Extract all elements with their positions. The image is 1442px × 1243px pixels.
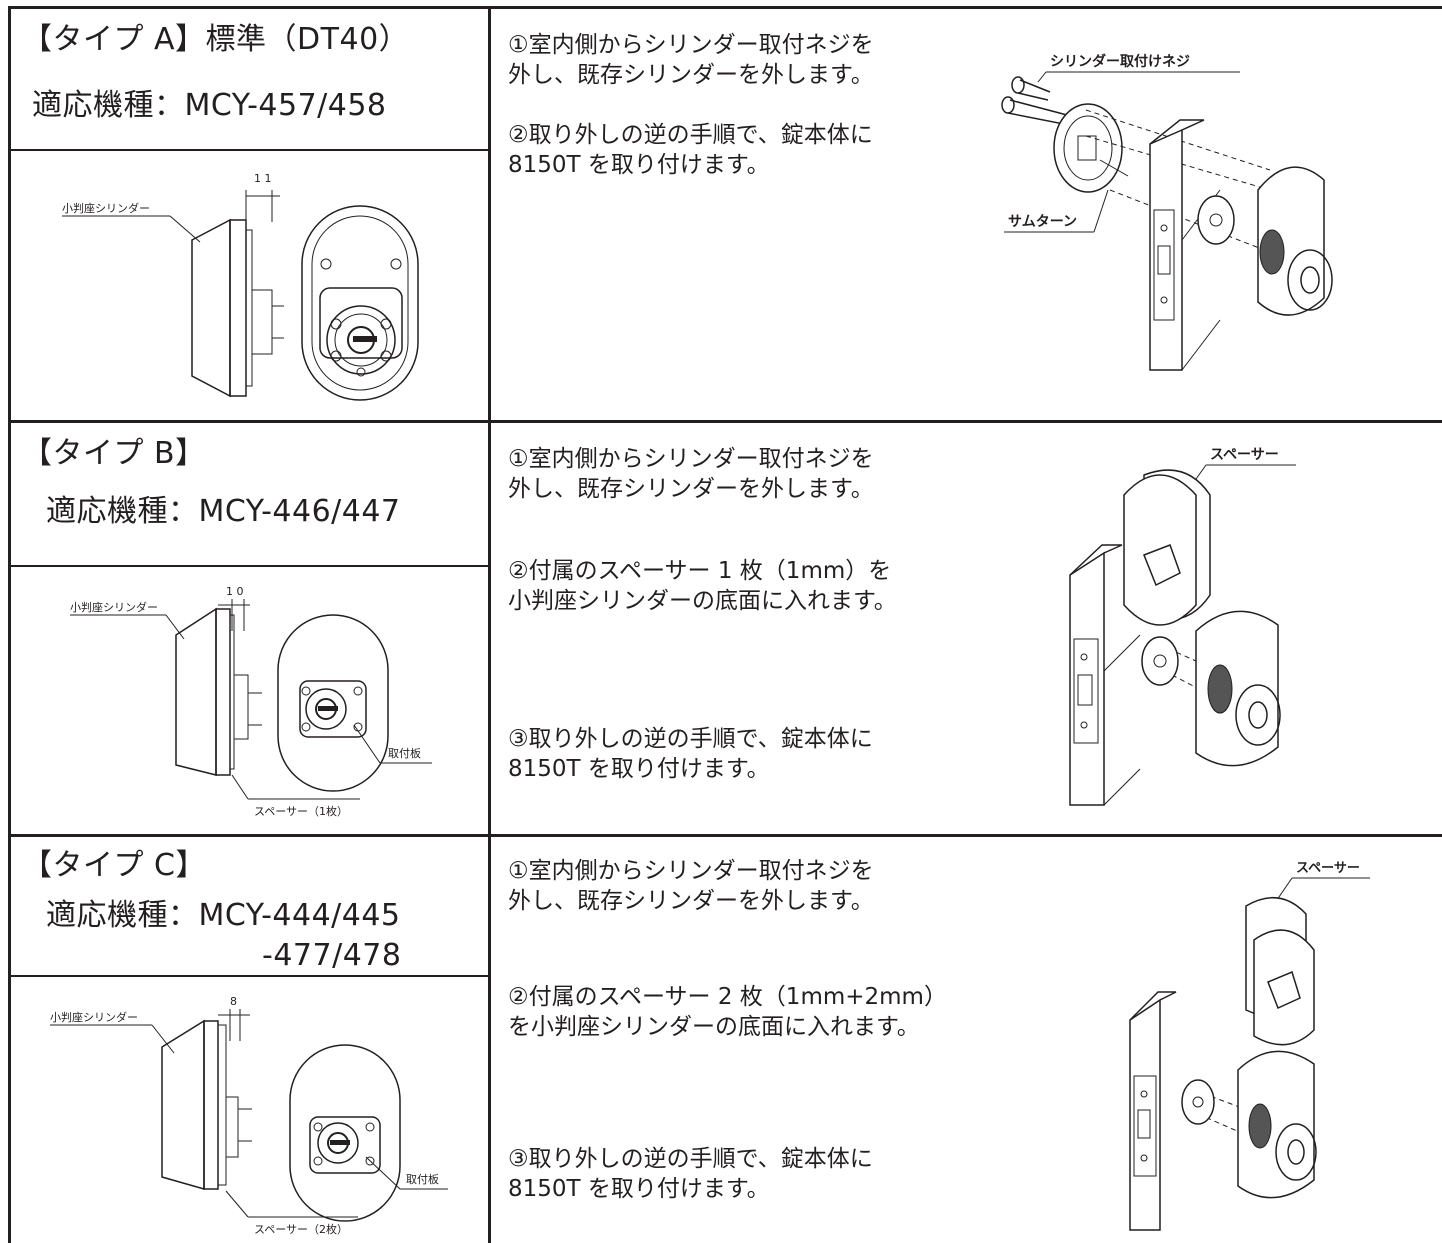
section-b-spacer-install-label: スペーサー: [1210, 447, 1279, 463]
row-divider-a-b: [8, 420, 1442, 423]
section-b-cylinder-label: 小判座シリンダー: [70, 600, 158, 614]
section-a-install-illustration: シリンダー取付けネジ サムターン: [1001, 53, 1333, 371]
section-c-dimension: 8: [230, 995, 237, 1008]
section-b-step-3: ③取り外しの逆の手順で、錠本体に 8150T を取り付けます。: [508, 726, 873, 782]
section-a-title: 【タイプ A】標準（DT40）: [22, 22, 410, 57]
section-b-step-2: ②付属のスペーサー 1 枚（1mm）を 小判座シリンダーの底面に入れます。: [508, 558, 897, 614]
cell-divider-a: [8, 149, 490, 151]
section-a-dimension: 1 1: [254, 172, 272, 185]
section-b-mount-plate-label: 取付板: [388, 746, 421, 760]
section-b-cylinder-drawing: 小判座シリンダー 1 0 スペーサー（1枚） 取付板: [70, 585, 432, 818]
section-a-screw-label: シリンダー取付けネジ: [1050, 53, 1190, 70]
section-c-spacer-install-label: スペーサー: [1296, 861, 1360, 876]
section-b-install-illustration: スペーサー: [1069, 447, 1296, 806]
section-a-models: 適応機種：MCY-457/458: [32, 88, 387, 123]
cell-divider-c: [8, 975, 490, 977]
section-c-step-3: ③取り外しの逆の手順で、錠本体に 8150T を取り付けます。: [508, 1146, 873, 1202]
section-c-mount-plate-label: 取付板: [406, 1172, 439, 1186]
section-c-step-1: ①室内側からシリンダー取付ネジを 外し、既存シリンダーを外します。: [508, 858, 874, 914]
section-a-cylinder-drawing: 小判座シリンダー 1 1: [62, 172, 419, 401]
section-c-models: 適応機種：MCY-444/445: [46, 898, 401, 933]
section-c-models-2: -477/478: [262, 938, 402, 973]
cell-divider-b: [8, 565, 490, 567]
section-c-step-2: ②付属のスペーサー 2 枚（1mm+2mm） を小判座シリンダーの底面に入れます…: [508, 984, 947, 1040]
section-c-cylinder-drawing: 小判座シリンダー 8 スペーサー（2枚） 取付板: [50, 995, 448, 1236]
column-divider: [488, 6, 491, 1243]
section-b-dimension: 1 0: [226, 585, 244, 598]
section-b-title: 【タイプ B】: [22, 436, 206, 471]
section-c-cylinder-label: 小判座シリンダー: [50, 1010, 138, 1024]
table-top-border: [8, 6, 1442, 9]
section-a-step-1: ①室内側からシリンダー取付ネジを 外し、既存シリンダーを外します。: [508, 32, 874, 88]
section-a-step-2: ②取り外しの逆の手順で、錠本体に 8150T を取り付けます。: [508, 122, 873, 178]
section-b-models: 適応機種：MCY-446/447: [46, 494, 401, 529]
section-b-step-1: ①室内側からシリンダー取付ネジを 外し、既存シリンダーを外します。: [508, 446, 874, 502]
section-c-spacer-label: スペーサー（2枚）: [254, 1222, 348, 1236]
section-b-spacer-label: スペーサー（1枚）: [254, 804, 348, 818]
row-divider-b-c: [8, 834, 1442, 837]
section-c-install-illustration: スペーサー: [1129, 861, 1370, 1231]
section-a-cylinder-label: 小判座シリンダー: [62, 201, 150, 215]
section-c-title: 【タイプ C】: [22, 848, 206, 883]
table-left-border: [8, 6, 11, 1243]
section-a-thumbturn-label: サムターン: [1008, 214, 1077, 230]
